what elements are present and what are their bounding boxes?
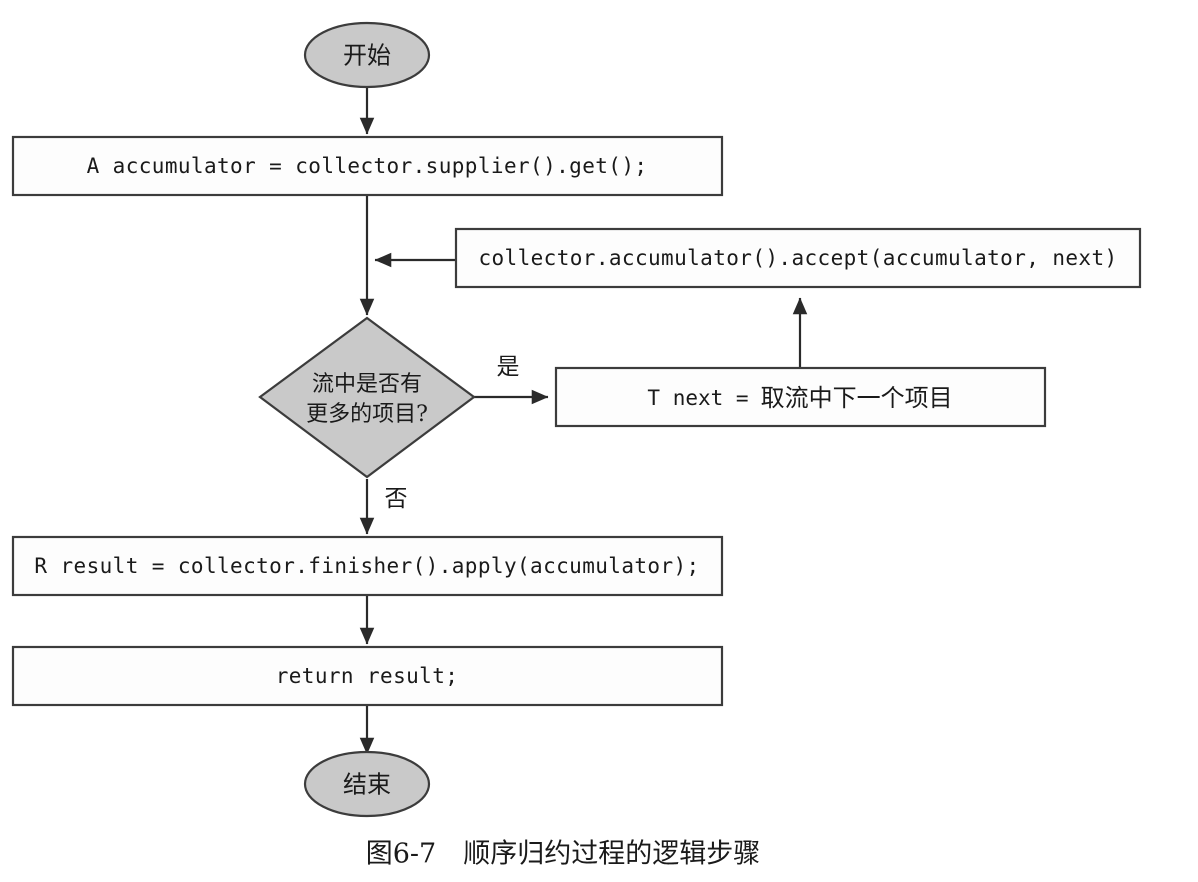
take-next-box — [554, 366, 1047, 428]
finish-box — [11, 535, 724, 597]
return-result-label: return result; — [276, 664, 459, 688]
node-end[interactable]: 结束 — [303, 750, 431, 818]
figure-caption: 图6-7 顺序归约过程的逻辑步骤 — [366, 839, 760, 870]
finish-label: R result = collector.finisher().apply(ac… — [34, 554, 699, 578]
decision-label-line1: 流中是否有 — [312, 372, 422, 397]
init-accumulator-box — [11, 135, 724, 197]
node-return-result[interactable]: return result; — [11, 645, 724, 707]
take-next-label: T next = 取流中下一个项目 — [647, 384, 952, 412]
decision-label-line2: 更多的项目? — [306, 402, 428, 427]
node-accumulate[interactable]: collector.accumulator().accept(accumulat… — [454, 227, 1142, 289]
start-label: 开始 — [343, 42, 391, 70]
edge-label-yes: 是 — [497, 354, 520, 380]
start-terminator-shape — [303, 21, 431, 89]
node-take-next[interactable]: T next = 取流中下一个项目 — [554, 366, 1047, 428]
init-accumulator-label: A accumulator = collector.supplier().get… — [87, 154, 648, 178]
edge-label-no: 否 — [385, 486, 408, 512]
end-terminator-shape — [303, 750, 431, 818]
end-label: 结束 — [343, 771, 391, 799]
connector-layer — [359, 82, 808, 755]
accumulate-label: collector.accumulator().accept(accumulat… — [478, 246, 1117, 270]
node-init-accumulator[interactable]: A accumulator = collector.supplier().get… — [11, 135, 724, 197]
take-next-label-code: T next = — [647, 386, 748, 410]
node-start[interactable]: 开始 — [303, 21, 431, 89]
node-finish[interactable]: R result = collector.finisher().apply(ac… — [11, 535, 724, 597]
return-result-box — [11, 645, 724, 707]
accumulate-box — [454, 227, 1142, 289]
take-next-label-cjk: 取流中下一个项目 — [761, 384, 953, 412]
decision-diamond-shape — [258, 316, 476, 479]
node-decision-more-items[interactable]: 流中是否有 更多的项目? — [258, 316, 476, 479]
